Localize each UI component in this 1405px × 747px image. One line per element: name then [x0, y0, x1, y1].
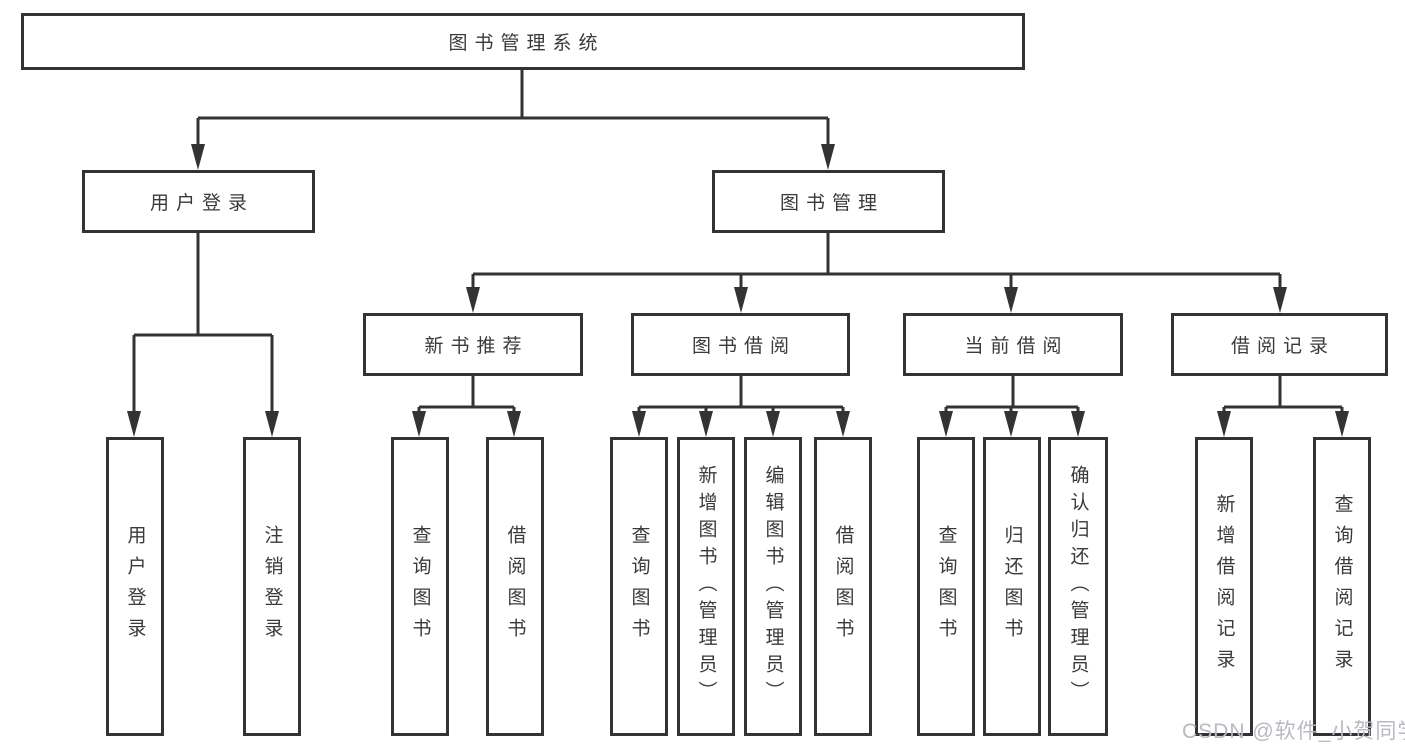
connector-current-split	[944, 375, 1080, 416]
arrowhead	[1335, 411, 1349, 437]
node-label: 用户登录	[124, 524, 146, 649]
connector-bookmgmt-split	[471, 232, 1282, 292]
node-current-borrowing: 当前借阅	[903, 313, 1123, 376]
arrowhead	[412, 411, 426, 437]
leaf-confirm-return-admin: 确认归还（管理员）	[1048, 437, 1108, 736]
node-label: 查询借阅记录	[1331, 493, 1353, 680]
leaf-return-books: 归还图书	[983, 437, 1041, 736]
connector-borrowing-split	[637, 375, 845, 416]
node-label: 新增图书（管理员）	[695, 465, 717, 708]
node-label: 新书推荐	[424, 336, 529, 357]
node-root-library-system: 图书管理系统	[21, 13, 1025, 70]
node-label: 确认归还（管理员）	[1067, 465, 1089, 708]
connector-root-split	[196, 69, 830, 150]
node-borrow-records: 借阅记录	[1171, 313, 1388, 376]
connector-newbooks-split	[417, 375, 516, 416]
leaf-query-books-current: 查询图书	[917, 437, 975, 736]
arrowhead	[734, 287, 748, 313]
leaf-edit-books-admin: 编辑图书（管理员）	[744, 437, 802, 736]
arrowhead	[836, 411, 850, 437]
arrowhead	[1071, 411, 1085, 437]
leaf-query-borrow-record: 查询借阅记录	[1313, 437, 1371, 736]
leaf-query-books-borrowing: 查询图书	[610, 437, 668, 736]
arrowhead	[507, 411, 521, 437]
node-label: 查询图书	[628, 524, 650, 649]
node-book-borrowing: 图书借阅	[631, 313, 850, 376]
arrowhead	[265, 411, 279, 437]
arrowhead	[699, 411, 713, 437]
leaf-query-books-recommend: 查询图书	[391, 437, 449, 736]
node-label: 归还图书	[1001, 524, 1023, 649]
node-label: 借阅记录	[1230, 336, 1335, 357]
connector-records-split	[1222, 375, 1344, 416]
node-label: 图书管理系统	[448, 33, 605, 54]
arrowhead	[1004, 411, 1018, 437]
arrowhead	[1217, 411, 1231, 437]
node-user-login: 用户登录	[82, 170, 315, 233]
arrowhead	[1273, 287, 1287, 313]
node-label: 借阅图书	[832, 524, 854, 649]
leaf-add-books-admin: 新增图书（管理员）	[677, 437, 735, 736]
arrowhead	[191, 144, 205, 170]
node-label: 用户登录	[149, 193, 254, 214]
node-label: 注销登录	[261, 524, 283, 649]
leaf-logout: 注销登录	[243, 437, 301, 736]
arrowhead	[1004, 287, 1018, 313]
arrowhead	[127, 411, 141, 437]
arrowhead	[821, 144, 835, 170]
node-label: 当前借阅	[964, 336, 1069, 357]
node-label: 新增借阅记录	[1213, 493, 1235, 680]
leaf-borrow-books-recommend: 借阅图书	[486, 437, 544, 736]
node-label: 查询图书	[409, 524, 431, 649]
node-label: 借阅图书	[504, 524, 526, 649]
arrowhead	[632, 411, 646, 437]
node-book-management: 图书管理	[712, 170, 945, 233]
arrowhead	[466, 287, 480, 313]
leaf-add-borrow-record: 新增借阅记录	[1195, 437, 1253, 736]
node-label: 图书借阅	[691, 336, 796, 357]
node-label: 查询图书	[935, 524, 957, 649]
connector-userlogin-split	[132, 232, 274, 416]
arrowhead	[766, 411, 780, 437]
csdn-watermark: CSDN @软件_小贺同学	[1182, 720, 1405, 743]
node-new-book-recommend: 新书推荐	[363, 313, 583, 376]
node-label: 编辑图书（管理员）	[762, 465, 784, 708]
node-label: 图书管理	[779, 193, 884, 214]
leaf-user-login: 用户登录	[106, 437, 164, 736]
arrowheads	[127, 144, 1349, 437]
arrowhead	[939, 411, 953, 437]
leaf-borrow-books: 借阅图书	[814, 437, 872, 736]
